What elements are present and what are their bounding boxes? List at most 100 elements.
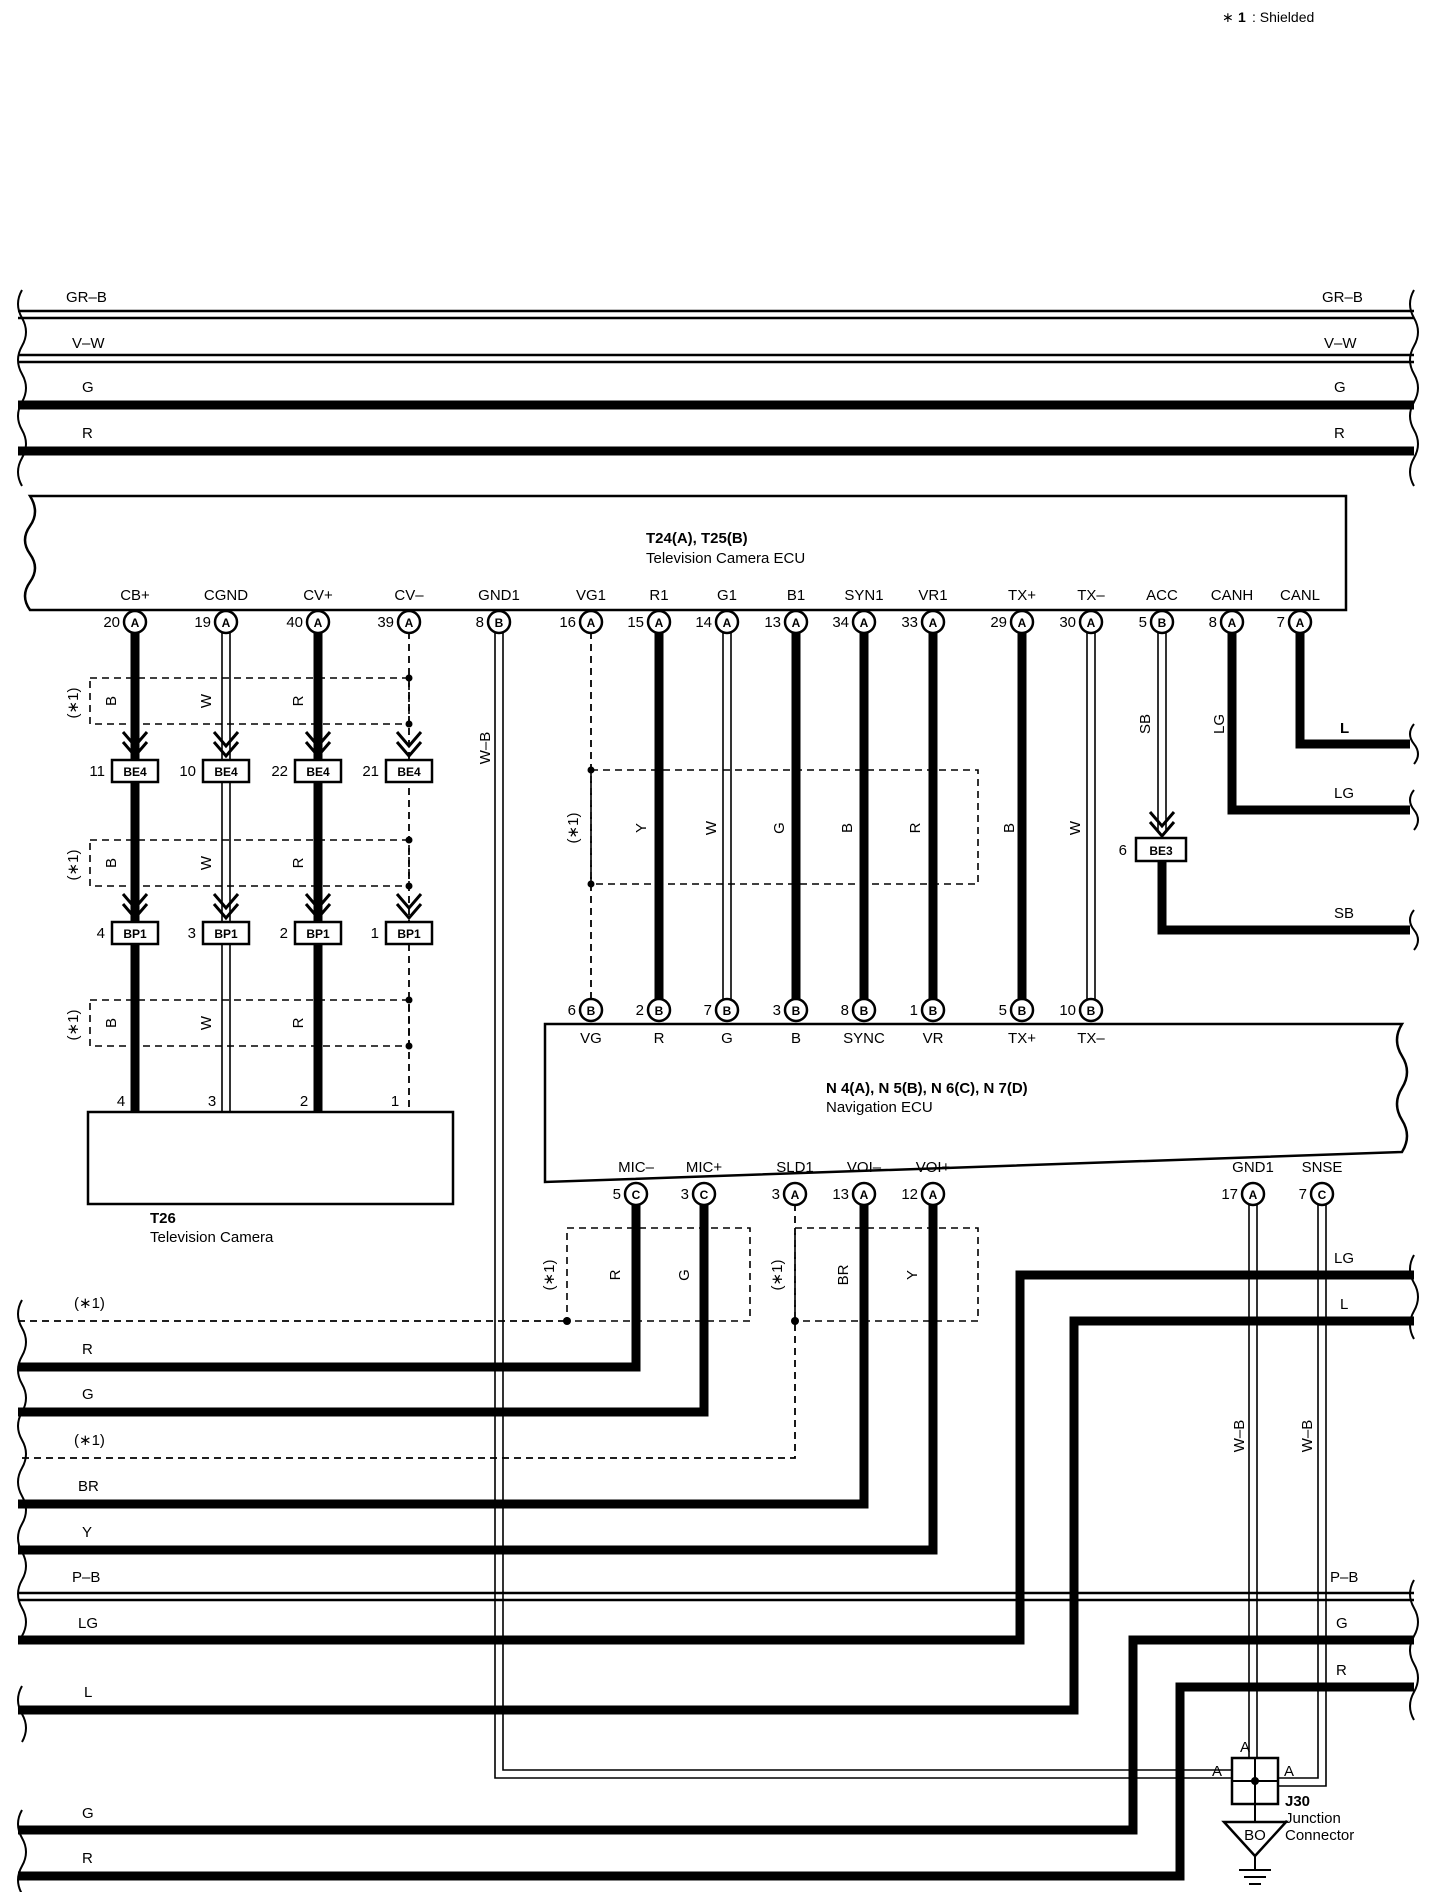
connector-letter: A: [1249, 1188, 1258, 1202]
be4-box: [201, 758, 251, 784]
tv-ecu-pin-g1: A: [714, 609, 740, 635]
connector-letter: A: [587, 616, 596, 630]
be4-pin-number: 21: [362, 763, 379, 780]
top-wire-label-left: V–W: [72, 335, 105, 352]
tv-ecu-pin-acc: B: [1149, 609, 1175, 635]
top-wire-v-w: V–W V–W: [18, 335, 1414, 364]
nav-ecu-title: N 4(A), N 5(B), N 6(C), N 7(D): [826, 1080, 1028, 1097]
tv-ecu-pin-canh: A: [1219, 609, 1245, 635]
tv-ecu-pin-number: 16: [559, 614, 576, 631]
pin-circle: [920, 997, 946, 1023]
pin-circle: [851, 997, 877, 1023]
tv-ecu-pin-name: CV+: [303, 587, 333, 604]
tv-camera-title: T26: [150, 1210, 176, 1227]
be4-pin-number: 10: [179, 763, 196, 780]
camera-pin-number: 4: [117, 1093, 125, 1110]
nav-ecu-pin-name: B: [791, 1030, 801, 1047]
left-wire-label: P–B: [72, 1569, 100, 1586]
be4-name: BE4: [397, 765, 421, 779]
pin-circle: [1240, 1181, 1266, 1207]
tv-ecu-pin-name: CGND: [204, 587, 248, 604]
pin-circle: [646, 997, 672, 1023]
nav-ecu-pin-name: MIC+: [686, 1159, 722, 1176]
left-wire-label: L: [84, 1684, 92, 1701]
camera-pin-number: 1: [391, 1093, 399, 1110]
shield-label: (∗1): [65, 688, 82, 719]
nav-ecu-pin-name: G: [721, 1030, 733, 1047]
connector-letter: A: [929, 1188, 938, 1202]
top-wire-label-right: R: [1334, 425, 1345, 442]
tv-ecu-pin-name: CB+: [120, 587, 150, 604]
nav-ecu-pin-name: SNSE: [1302, 1159, 1343, 1176]
connector-letter: B: [1158, 616, 1167, 630]
connector-letter: B: [860, 1004, 869, 1018]
tv-ecu-pin-name: ACC: [1146, 587, 1178, 604]
nav-ecu-pin-gnd1: A: [1240, 1181, 1266, 1207]
tv-ecu-pin-r1: A: [646, 609, 672, 635]
junction-line2: Connector: [1285, 1827, 1354, 1844]
pin-circle: [213, 609, 239, 635]
snse-wire-label: W–B: [1299, 1420, 1316, 1453]
nav-ecu-pin-name: SYNC: [843, 1030, 885, 1047]
connector-arrow: [395, 731, 423, 759]
tv-ecu-pin-number: 14: [695, 614, 712, 631]
nav-ecu-pin-vg: B: [578, 997, 604, 1023]
connector-arrows: [121, 731, 423, 921]
be3-connector-name: BE3: [1149, 844, 1173, 858]
nav-ecu-pin-g: B: [714, 997, 740, 1023]
nav-ecu-pin-number: 5: [999, 1002, 1007, 1019]
be4-pin-number: 22: [271, 763, 288, 780]
tv-ecu-pin-name: SYN1: [844, 587, 883, 604]
left-wire-label: G: [82, 1386, 94, 1403]
connector-arrow: [304, 731, 332, 759]
connector-letter: B: [792, 1004, 801, 1018]
be4-pin-number: 11: [89, 763, 105, 780]
nav-ecu-pin-number: 3: [773, 1002, 781, 1019]
bp1-pin-number: 1: [371, 925, 379, 942]
shield-label: (∗1): [769, 1260, 786, 1291]
right-wire-label: L: [1340, 1296, 1348, 1313]
camera-pin-number: 2: [300, 1093, 308, 1110]
nav-ecu-pin-name: VR: [923, 1030, 944, 1047]
junction-connector: A A A BO J30 Junction Connector: [1212, 1739, 1354, 1885]
left-wire-label: R: [82, 1341, 93, 1358]
left-wire-label: G: [82, 1805, 94, 1822]
connector-letter: B: [1018, 1004, 1027, 1018]
camera-wire-color: R: [290, 695, 307, 706]
be3-pin-number: 6: [1119, 842, 1127, 859]
tv-camera-subtitle: Television Camera: [150, 1229, 274, 1246]
connector-letter: A: [1296, 616, 1305, 630]
right-wire-label: R: [1336, 1662, 1347, 1679]
camera-wire-color: W: [198, 855, 215, 870]
nav-ecu-pin-name: MIC–: [618, 1159, 654, 1176]
nav-ecu-pin-mic+: C: [691, 1181, 717, 1207]
tv-ecu-pin-vg1: A: [578, 609, 604, 635]
bp1-name: BP1: [306, 927, 330, 941]
connector-letter: A: [1087, 616, 1096, 630]
connector-arrow: [121, 731, 149, 759]
pin-circle: [1078, 997, 1104, 1023]
pin-circle: [1149, 609, 1175, 635]
acc-out-label: SB: [1334, 905, 1354, 922]
connector-letter: B: [495, 616, 504, 630]
connector-letter: A: [860, 1188, 869, 1202]
left-wire-label: (∗1): [74, 1295, 105, 1312]
nav-ecu-pin-name: R: [654, 1030, 665, 1047]
bp1-name: BP1: [214, 927, 238, 941]
canh-wire-color: LG: [1211, 714, 1228, 734]
camera-wire-color: W: [198, 1015, 215, 1030]
tv-ecu-pin-cv–: A: [396, 609, 422, 635]
canl-out-label: L: [1340, 720, 1349, 737]
mic-voice-wire-color: Y: [904, 1270, 921, 1280]
nav-ecu-subtitle: Navigation ECU: [826, 1099, 933, 1116]
tx-minus-wire-color: W: [1067, 820, 1084, 835]
bp1-name: BP1: [123, 927, 147, 941]
top-wire-label-right: G: [1334, 379, 1346, 396]
